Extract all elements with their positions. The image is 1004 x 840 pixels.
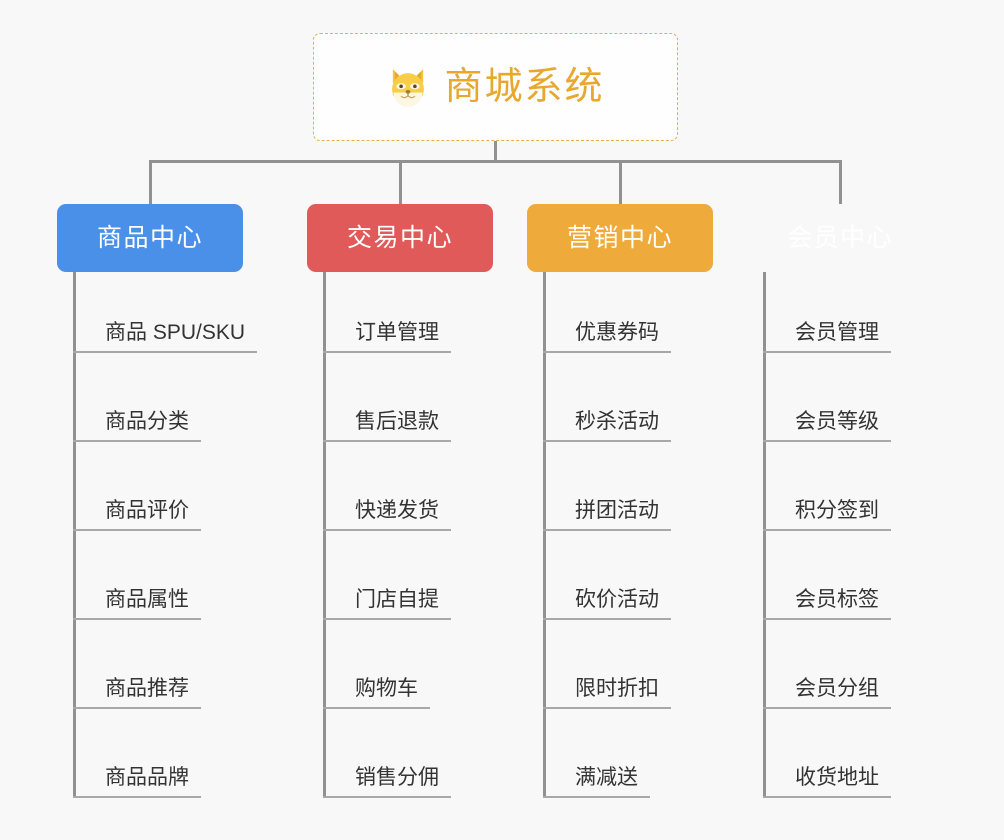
leaf-item-label: 收货地址	[795, 766, 879, 789]
leaf-item-rule	[323, 796, 451, 798]
leaf-item-label: 订单管理	[355, 321, 439, 344]
leaf-item-label: 商品品牌	[105, 766, 189, 789]
leaf-item-label: 会员分组	[795, 677, 879, 700]
column-spine	[323, 272, 326, 798]
category-box-1[interactable]: 商品中心	[57, 204, 243, 272]
leaf-item-rule	[543, 796, 650, 798]
leaf-item-label: 会员标签	[795, 588, 879, 611]
leaf-item-rule	[763, 796, 891, 798]
category-box-3[interactable]: 营销中心	[527, 204, 713, 272]
leaf-item-label: 会员管理	[795, 321, 879, 344]
leaf-item-label: 满减送	[575, 766, 638, 789]
leaf-item-label: 购物车	[355, 677, 418, 700]
connector-drop-3	[619, 160, 622, 204]
column-spine	[543, 272, 546, 798]
column-spine	[763, 272, 766, 798]
leaf-item-rule	[73, 796, 201, 798]
leaf-item-rule	[323, 707, 430, 709]
leaf-item-label: 砍价活动	[575, 588, 659, 611]
leaf-item-rule	[763, 618, 891, 620]
category-box-4[interactable]: 会员中心	[747, 204, 933, 272]
leaf-item-rule	[73, 529, 201, 531]
connector-drop-4	[839, 160, 842, 204]
leaf-item-rule	[543, 351, 671, 353]
leaf-item-rule	[323, 529, 451, 531]
category-label: 营销中心	[566, 223, 673, 252]
leaf-item-label: 商品评价	[105, 499, 189, 522]
leaf-item-rule	[543, 440, 671, 442]
leaf-item-label: 会员等级	[795, 410, 879, 433]
leaf-item-label: 门店自提	[355, 588, 439, 611]
leaf-item-rule	[763, 440, 891, 442]
leaf-item-rule	[323, 440, 451, 442]
leaf-item-rule	[73, 440, 201, 442]
shiba-dog-icon	[392, 69, 425, 107]
leaf-item-label: 拼团活动	[575, 499, 659, 522]
leaf-item-rule	[73, 618, 201, 620]
leaf-item-label: 商品 SPU/SKU	[105, 321, 246, 344]
leaf-item-label: 商品推荐	[105, 677, 189, 700]
category-label: 交易中心	[346, 223, 453, 252]
leaf-item-label: 商品分类	[105, 410, 189, 433]
leaf-item-rule	[323, 618, 451, 620]
connector-horizontal-bus	[150, 160, 840, 163]
leaf-item-rule	[543, 529, 671, 531]
leaf-item-rule	[543, 618, 671, 620]
leaf-item-label: 销售分佣	[355, 766, 439, 789]
root-node[interactable]: 商城系统	[313, 33, 678, 141]
column-spine	[73, 272, 76, 798]
category-box-2[interactable]: 交易中心	[307, 204, 493, 272]
leaf-item-label: 快递发货	[355, 499, 439, 522]
leaf-item-label: 售后退款	[355, 410, 439, 433]
leaf-item-rule	[73, 707, 201, 709]
category-label: 会员中心	[786, 223, 893, 252]
leaf-item-label: 积分签到	[795, 499, 879, 522]
root-title: 商城系统	[444, 66, 605, 108]
category-label: 商品中心	[96, 223, 203, 252]
leaf-item-label: 秒杀活动	[575, 410, 659, 433]
leaf-item-rule	[543, 707, 671, 709]
leaf-item-rule	[763, 351, 891, 353]
leaf-item-rule	[73, 351, 257, 353]
leaf-item-label: 商品属性	[105, 588, 189, 611]
connector-drop-2	[399, 160, 402, 204]
connector-root-trunk	[494, 141, 497, 162]
leaf-item-label: 优惠券码	[575, 321, 659, 344]
leaf-item-rule	[763, 707, 891, 709]
leaf-item-rule	[763, 529, 891, 531]
leaf-item-label: 限时折扣	[575, 677, 659, 700]
connector-drop-1	[149, 160, 152, 204]
leaf-item-rule	[323, 351, 451, 353]
